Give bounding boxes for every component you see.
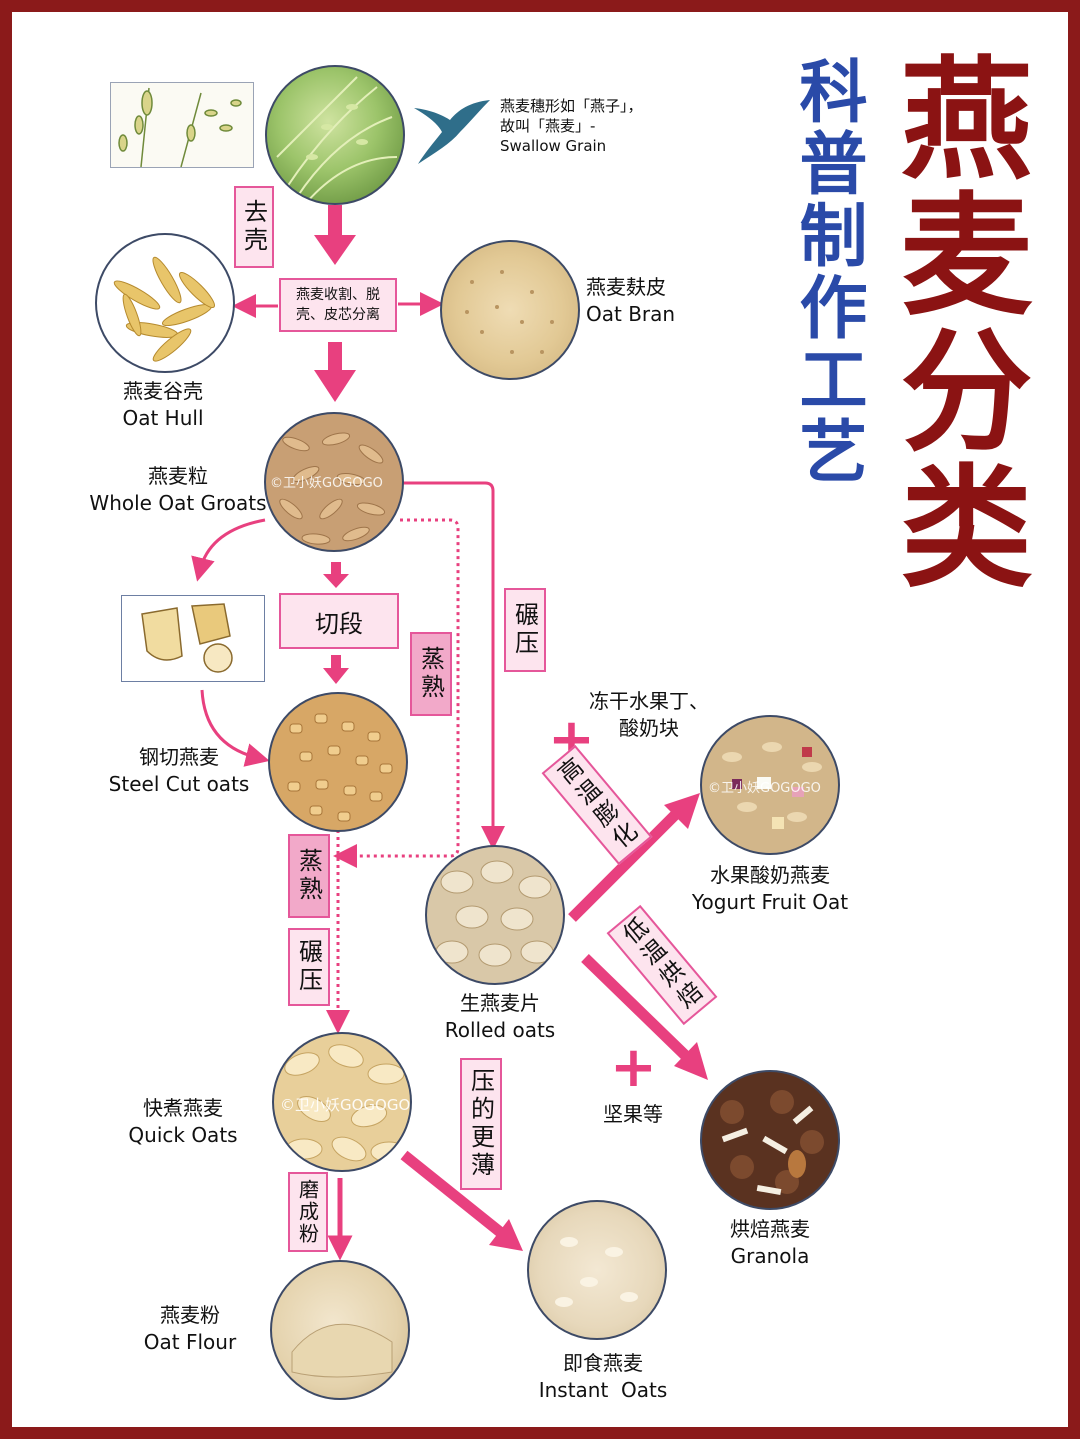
plus-icon-nuts: +	[610, 1035, 657, 1100]
step-harvest: 燕麦收割、脱 壳、皮芯分离	[279, 278, 397, 332]
intro-text: 燕麦穗形如「燕子」， 故叫「燕麦」- Swallow Grain	[500, 96, 643, 156]
oat-flour-photo	[270, 1260, 410, 1400]
oat-hull-zh: 燕麦谷壳	[123, 379, 203, 403]
intro-line-2: 故叫「燕麦」-	[500, 117, 596, 135]
oat-bran-en: Oat Bran	[586, 302, 676, 326]
swallow-icon	[414, 100, 490, 164]
botanical-illustration	[110, 82, 254, 168]
intro-line-3: Swallow Grain	[500, 137, 607, 155]
step-roll-1: 碾压	[504, 588, 546, 672]
arrow-down-2	[314, 342, 356, 402]
fruit-addition-line-2: 酸奶块	[619, 716, 679, 740]
oat-flour-en: Oat Flour	[143, 1330, 237, 1354]
arrow-down-4	[323, 655, 349, 684]
quick-oats-en: Quick Oats	[128, 1123, 238, 1147]
watermark: ©卫小妖GOGOGO	[270, 476, 383, 491]
rolled-oats-en: Rolled oats	[444, 1018, 556, 1042]
quick-oats-zh: 快煮燕麦	[143, 1096, 223, 1120]
whole-groats-photo: ©卫小妖GOGOGO	[264, 412, 404, 552]
oat-plant-photo	[265, 65, 405, 205]
watermark: ©卫小妖GOGOGO	[708, 781, 821, 796]
oat-flour-label: 燕麦粉 Oat Flour	[130, 1302, 250, 1356]
granola-en: Granola	[730, 1244, 810, 1268]
granola-label: 烘焙燕麦 Granola	[700, 1216, 840, 1270]
watermark: ©卫小妖GOGOGO	[280, 1096, 411, 1114]
yogurt-fruit-oat-en: Yogurt Fruit Oat	[691, 890, 849, 914]
instant-oats-label: 即食燕麦 Instant Oats	[530, 1350, 676, 1404]
step-harvest-line-2: 壳、皮芯分离	[296, 307, 380, 323]
poster-subtitle: 科普制作工艺	[787, 56, 866, 488]
step-steam-2: 蒸熟	[288, 834, 330, 918]
fruit-addition-line-1: 冻干水果丁、	[589, 689, 709, 713]
oat-hull-photo	[95, 233, 235, 373]
instant-oats-en: Instant Oats	[538, 1378, 668, 1402]
instant-oats-photo	[527, 1200, 667, 1340]
steel-cut-photo	[268, 692, 408, 832]
whole-groats-label: 燕麦粒 Whole Oat Groats	[88, 463, 268, 517]
arrow-to-instant	[400, 1150, 523, 1251]
arrow-to-granola	[581, 954, 708, 1080]
step-cut: 切段	[279, 593, 399, 649]
whole-groats-zh: 燕麦粒	[148, 464, 208, 488]
step-grind: 磨成粉	[288, 1172, 328, 1252]
yogurt-fruit-oat-zh: 水果酸奶燕麦	[710, 863, 830, 887]
arrow-groats-to-pieces	[191, 518, 266, 582]
oat-flour-zh: 燕麦粉	[160, 1303, 220, 1327]
step-steam-1: 蒸熟	[410, 632, 452, 716]
instant-oats-zh: 即食燕麦	[563, 1351, 643, 1375]
rolled-oats-label: 生燕麦片 Rolled oats	[430, 990, 570, 1044]
steel-cut-zh: 钢切燕麦	[139, 745, 219, 769]
poster-title: 燕麦分类	[878, 50, 1032, 594]
oat-bran-photo	[440, 240, 580, 380]
step-harvest-line-1: 燕麦收割、脱	[296, 287, 380, 303]
arrow-down-1	[314, 205, 356, 265]
arrow-to-yogurt	[568, 793, 700, 922]
cut-pieces-illustration	[121, 595, 265, 682]
granola-zh: 烘焙燕麦	[730, 1217, 810, 1241]
oat-hull-label: 燕麦谷壳 Oat Hull	[100, 378, 226, 432]
rolled-oats-photo	[425, 845, 565, 985]
quick-oats-label: 快煮燕麦 Quick Oats	[118, 1095, 248, 1149]
fruit-addition-label: 冻干水果丁、 酸奶块	[584, 688, 714, 742]
arrow-pieces-to-steelcut	[200, 689, 270, 767]
yogurt-fruit-oat-label: 水果酸奶燕麦 Yogurt Fruit Oat	[690, 862, 850, 916]
step-dehull: 去壳	[234, 186, 274, 268]
whole-groats-en: Whole Oat Groats	[89, 491, 267, 515]
intro-line-1: 燕麦穗形如「燕子」，	[500, 97, 643, 115]
arrow-groats-to-rolled	[402, 481, 505, 850]
step-thinner: 压的更薄	[460, 1058, 502, 1190]
dotted-groats-to-quick	[333, 518, 460, 868]
steel-cut-en: Steel Cut oats	[108, 772, 250, 796]
oat-hull-en: Oat Hull	[122, 406, 204, 430]
oat-bran-zh: 燕麦麸皮	[586, 275, 666, 299]
quick-oats-photo: ©卫小妖GOGOGO	[272, 1032, 412, 1172]
steel-cut-label: 钢切燕麦 Steel Cut oats	[104, 744, 254, 798]
oat-bran-label: 燕麦麸皮 Oat Bran	[586, 274, 675, 328]
yogurt-fruit-oat-photo: ©卫小妖GOGOGO	[700, 715, 840, 855]
granola-photo	[700, 1070, 840, 1210]
step-roll-2: 碾压	[288, 928, 330, 1006]
rolled-oats-zh: 生燕麦片	[460, 991, 540, 1015]
arrow-down-3	[323, 562, 349, 588]
nuts-addition-label: 坚果等	[603, 1102, 663, 1126]
